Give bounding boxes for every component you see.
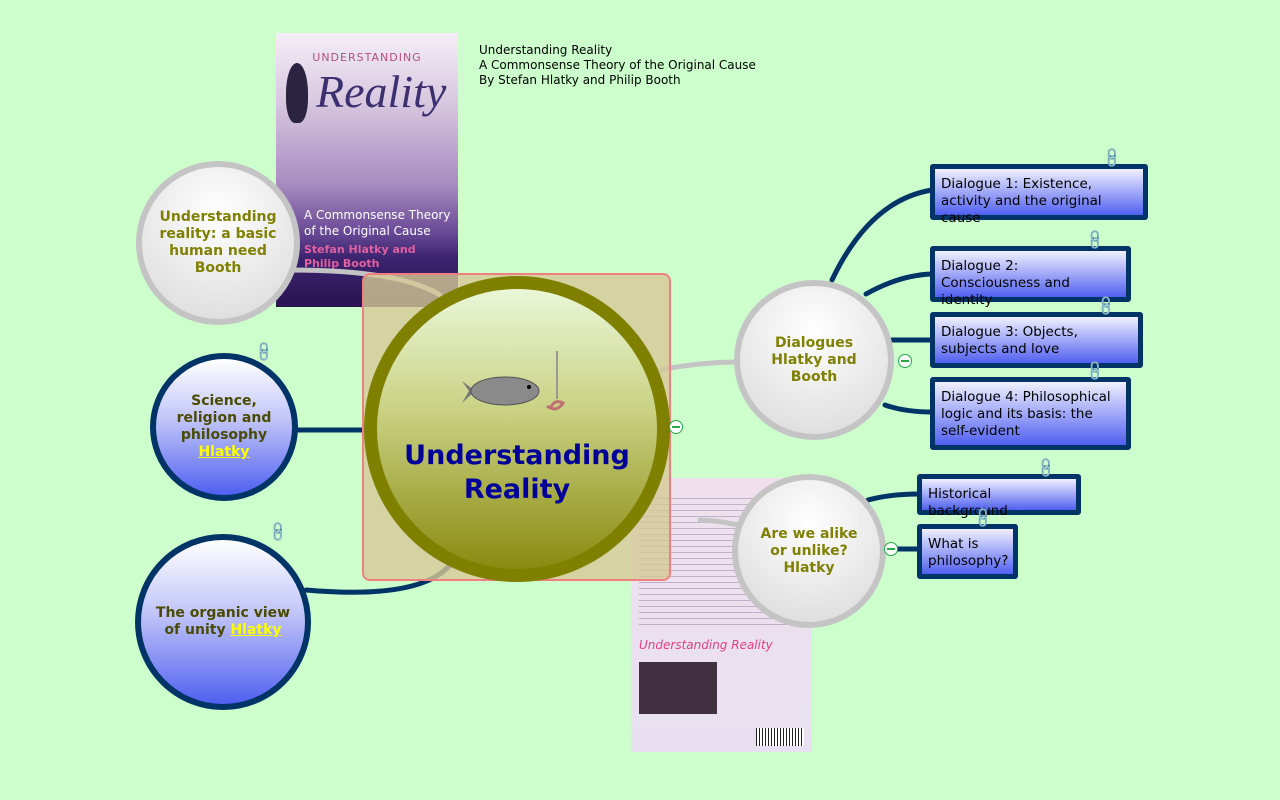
central-label-1: Understanding	[404, 440, 630, 471]
topic-label: Understanding reality: a basic human nee…	[159, 209, 277, 276]
barcode-icon	[756, 728, 804, 746]
subtopic-dialogue-2[interactable]: Dialogue 2: Consciousness and identity	[930, 246, 1131, 308]
collapse-central-toggle[interactable]	[669, 420, 683, 434]
author-photo	[639, 662, 717, 714]
subtopic-what-is-philosophy[interactable]: What is philosophy?	[917, 524, 1018, 579]
cover-subtitle-1: A Commonsense Theory	[304, 208, 451, 222]
hlatky-link[interactable]: Hlatky	[198, 444, 250, 460]
description-authors: By Stefan Hlatky and Philip Booth	[479, 73, 681, 87]
front-cover-image[interactable]: UNDERSTANDING Reality A Commonsense Theo…	[276, 33, 458, 307]
description-subtitle: A Commonsense Theory of the Original Cau…	[479, 58, 756, 72]
connector-d4	[882, 402, 935, 415]
cover-title: Reality	[316, 66, 447, 117]
description-title: Understanding Reality	[479, 43, 613, 57]
hlatky-link[interactable]: Hlatky	[230, 622, 282, 638]
penguin-icon	[286, 63, 308, 123]
subtopic-label: Dialogue 4: Philosophical logic and its …	[941, 389, 1111, 439]
subtopic-label: Dialogue 1: Existence, activity and the …	[941, 176, 1102, 226]
map-description: Understanding Reality A Commonsense Theo…	[479, 43, 756, 88]
back-cover-heading: Understanding Reality	[639, 638, 773, 652]
cover-authors: Stefan Hlatky and Philip Booth	[304, 243, 416, 270]
central-label-2: Reality	[463, 474, 571, 505]
collapse-dialogues-toggle[interactable]	[898, 354, 912, 368]
subtopic-label: Historical background	[928, 486, 1008, 519]
topic-label: Science, religion and philosophy	[176, 393, 272, 443]
topic-dialogues[interactable]: Dialogues Hlatky and Booth	[734, 280, 894, 440]
cover-subtitle: A Commonsense Theory of the Original Caus…	[304, 207, 450, 239]
topic-organic-view[interactable]: The organic view of unity Hlatky	[135, 534, 311, 710]
subtopic-historical-background[interactable]: Historical background	[917, 474, 1081, 519]
cover-top-text: UNDERSTANDING	[312, 51, 422, 64]
subtopic-dialogue-3[interactable]: Dialogue 3: Objects, subjects and love	[930, 312, 1143, 368]
topic-alike-unlike[interactable]: Are we alike or unlike? Hlatky	[732, 474, 886, 628]
subtopic-label: Dialogue 2: Consciousness and identity	[941, 258, 1070, 308]
topic-label: The organic view of unity	[155, 605, 291, 638]
fish-hook-icon	[462, 351, 566, 411]
connector-d1	[829, 187, 935, 283]
collapse-alike-toggle[interactable]	[884, 542, 898, 556]
cover-subtitle-2: of the Original Cause	[304, 224, 431, 238]
subtopic-dialogue-1[interactable]: Dialogue 1: Existence, activity and the …	[930, 164, 1148, 226]
connector-d2	[863, 271, 935, 297]
connector-hist	[865, 491, 922, 503]
topic-label: Are we alike or unlike? Hlatky	[760, 525, 858, 576]
subtopic-label: What is philosophy?	[928, 536, 1009, 569]
topic-label: Dialogues Hlatky and Booth	[771, 334, 857, 385]
topic-understanding-reality-booth[interactable]: Understanding reality: a basic human nee…	[136, 161, 300, 325]
subtopic-dialogue-4[interactable]: Dialogue 4: Philosophical logic and its …	[930, 377, 1131, 450]
subtopic-label: Dialogue 3: Objects, subjects and love	[941, 324, 1078, 357]
connector-dialogues	[657, 359, 743, 373]
